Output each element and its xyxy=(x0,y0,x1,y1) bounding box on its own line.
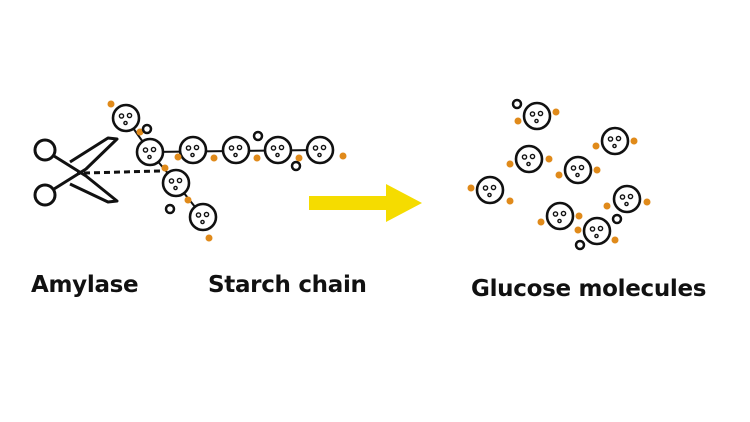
glucose-ring-icon xyxy=(221,135,251,165)
scissors-icon xyxy=(33,136,119,207)
starch-chain-bonds xyxy=(125,117,321,218)
glucose-ring-icon xyxy=(263,135,293,165)
glucose-ring-icon xyxy=(612,184,642,214)
glucose-molecule xyxy=(555,155,601,185)
glucose-ring-icon xyxy=(475,175,505,205)
glucose-ring-icon xyxy=(111,103,141,133)
glucose-molecule xyxy=(467,175,514,205)
glucose-ring-icon xyxy=(600,126,630,156)
glucose-ring-icon xyxy=(188,202,218,232)
glucose-molecule xyxy=(574,216,619,246)
amylase-label: Amylase xyxy=(31,272,139,298)
small-molecules xyxy=(511,98,623,251)
glucose-molecule xyxy=(603,184,651,214)
glucose-molecule xyxy=(506,144,553,174)
glucose-ring-icon xyxy=(545,201,575,231)
glucose-ring-icon xyxy=(135,137,165,167)
cut-line xyxy=(83,169,161,175)
glucose-ring-icon xyxy=(582,216,612,246)
glucose-ring-icon xyxy=(161,168,191,198)
glucose-ring-icon xyxy=(563,155,593,185)
glucose-ring-icon xyxy=(178,135,208,165)
glucose-ring-icon xyxy=(305,135,335,165)
starch-chain-label: Starch chain xyxy=(208,272,367,298)
bond-dots xyxy=(107,100,347,242)
glucose-molecule xyxy=(537,201,583,231)
glucose-ring-icon xyxy=(522,101,552,131)
glucose-molecule xyxy=(514,101,560,131)
glucose-molecules xyxy=(467,101,651,246)
glucose-ring-icon xyxy=(514,144,544,174)
small-molecules xyxy=(141,123,302,215)
glucose-molecules-label: Glucose molecules xyxy=(471,276,707,302)
glucose-molecule xyxy=(592,126,638,156)
right-arrow-icon xyxy=(309,184,422,222)
